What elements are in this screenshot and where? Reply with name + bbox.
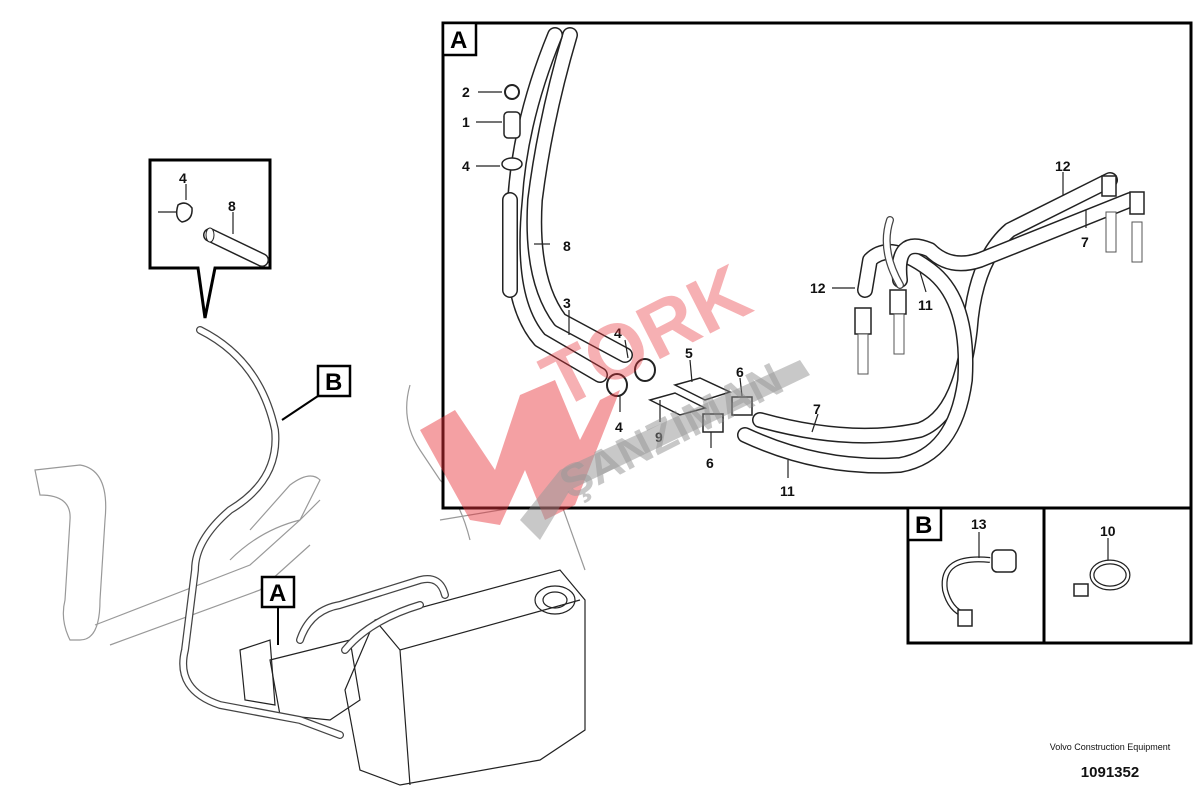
callout-label: 4 xyxy=(614,325,622,341)
marker-label: A xyxy=(269,580,286,607)
callout-label: 8 xyxy=(228,198,236,214)
marker-main-a: A xyxy=(260,575,296,645)
detail-frame-b: B 13 10 xyxy=(906,506,1193,645)
detail-frame-a: A xyxy=(441,21,1193,510)
callout-label: 8 xyxy=(563,238,571,254)
callout-label: 6 xyxy=(706,455,714,471)
callout-label: 4 xyxy=(179,170,187,186)
callout-label: 2 xyxy=(462,84,470,100)
callout-label: 5 xyxy=(685,345,693,361)
callout-label: 13 xyxy=(971,516,987,532)
callout-label: 7 xyxy=(1081,234,1089,250)
company-name: Volvo Construction Equipment xyxy=(1049,742,1171,752)
main-assembly-drawing xyxy=(34,326,586,786)
callout-label: 11 xyxy=(780,483,795,499)
callout-label: 4 xyxy=(462,158,470,174)
callout-label: 10 xyxy=(1100,523,1116,539)
callout-label: 1 xyxy=(462,114,470,130)
marker-main-b: B xyxy=(281,364,352,421)
callout-label: 12 xyxy=(810,280,826,296)
callout-label: 3 xyxy=(563,295,571,311)
inset-detail-b: 4 8 xyxy=(148,158,272,319)
callout-label: 12 xyxy=(1055,158,1071,174)
callout-label: 9 xyxy=(655,429,663,445)
frame-label: B xyxy=(915,512,932,539)
callout-label: 11 xyxy=(918,297,933,313)
callout-label: 7 xyxy=(813,401,821,417)
callout-label: 4 xyxy=(615,419,623,435)
frame-label: A xyxy=(450,27,467,54)
callout-label: 6 xyxy=(736,364,744,380)
drawing-number: 1091352 xyxy=(1080,764,1140,781)
marker-label: B xyxy=(325,369,342,396)
